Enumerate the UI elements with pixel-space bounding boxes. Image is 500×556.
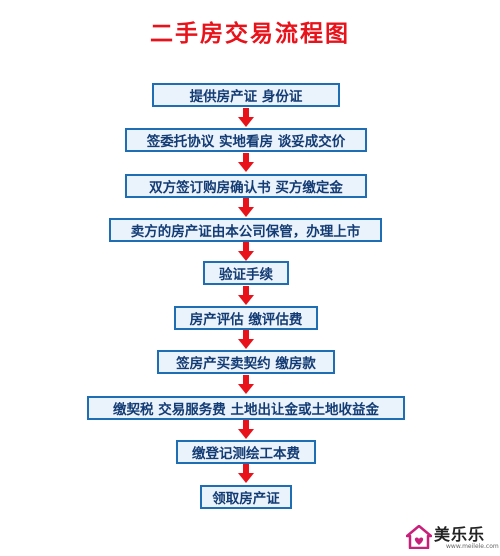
flow-arrow-1	[238, 108, 254, 127]
flow-arrow-3	[238, 198, 254, 217]
step-10-box: 领取房产证	[200, 485, 292, 509]
step-6-box: 房产评估 缴评估费	[174, 306, 318, 330]
step-4-box: 卖方的房产证由本公司保管，办理上市	[109, 218, 382, 242]
step-1-box: 提供房产证 身份证	[152, 83, 340, 107]
house-icon	[406, 525, 432, 549]
step-9-box: 缴登记测绘工本费	[176, 440, 316, 464]
watermark-name: 美乐乐	[434, 525, 486, 544]
watermark-logo: 美乐乐 www.meilele.com	[406, 521, 499, 553]
step-5-box: 验证手续	[203, 261, 289, 285]
flow-arrow-8	[238, 420, 254, 439]
flow-arrow-4	[238, 242, 254, 261]
flow-arrow-5	[238, 286, 254, 305]
flow-arrow-2	[238, 153, 254, 172]
step-2-box: 签委托协议 实地看房 谈妥成交价	[125, 128, 367, 152]
flow-arrow-9	[238, 464, 254, 483]
watermark-url: www.meilele.com	[446, 543, 499, 550]
step-7-box: 签房产买卖契约 缴房款	[157, 350, 335, 374]
step-3-box: 双方签订购房确认书 买方缴定金	[125, 174, 367, 198]
flow-arrow-7	[238, 375, 254, 394]
diagram-title: 二手房交易流程图	[150, 21, 350, 47]
flow-arrow-6	[238, 330, 254, 349]
step-8-box: 缴契税 交易服务费 土地出让金或土地收益金	[87, 396, 405, 420]
